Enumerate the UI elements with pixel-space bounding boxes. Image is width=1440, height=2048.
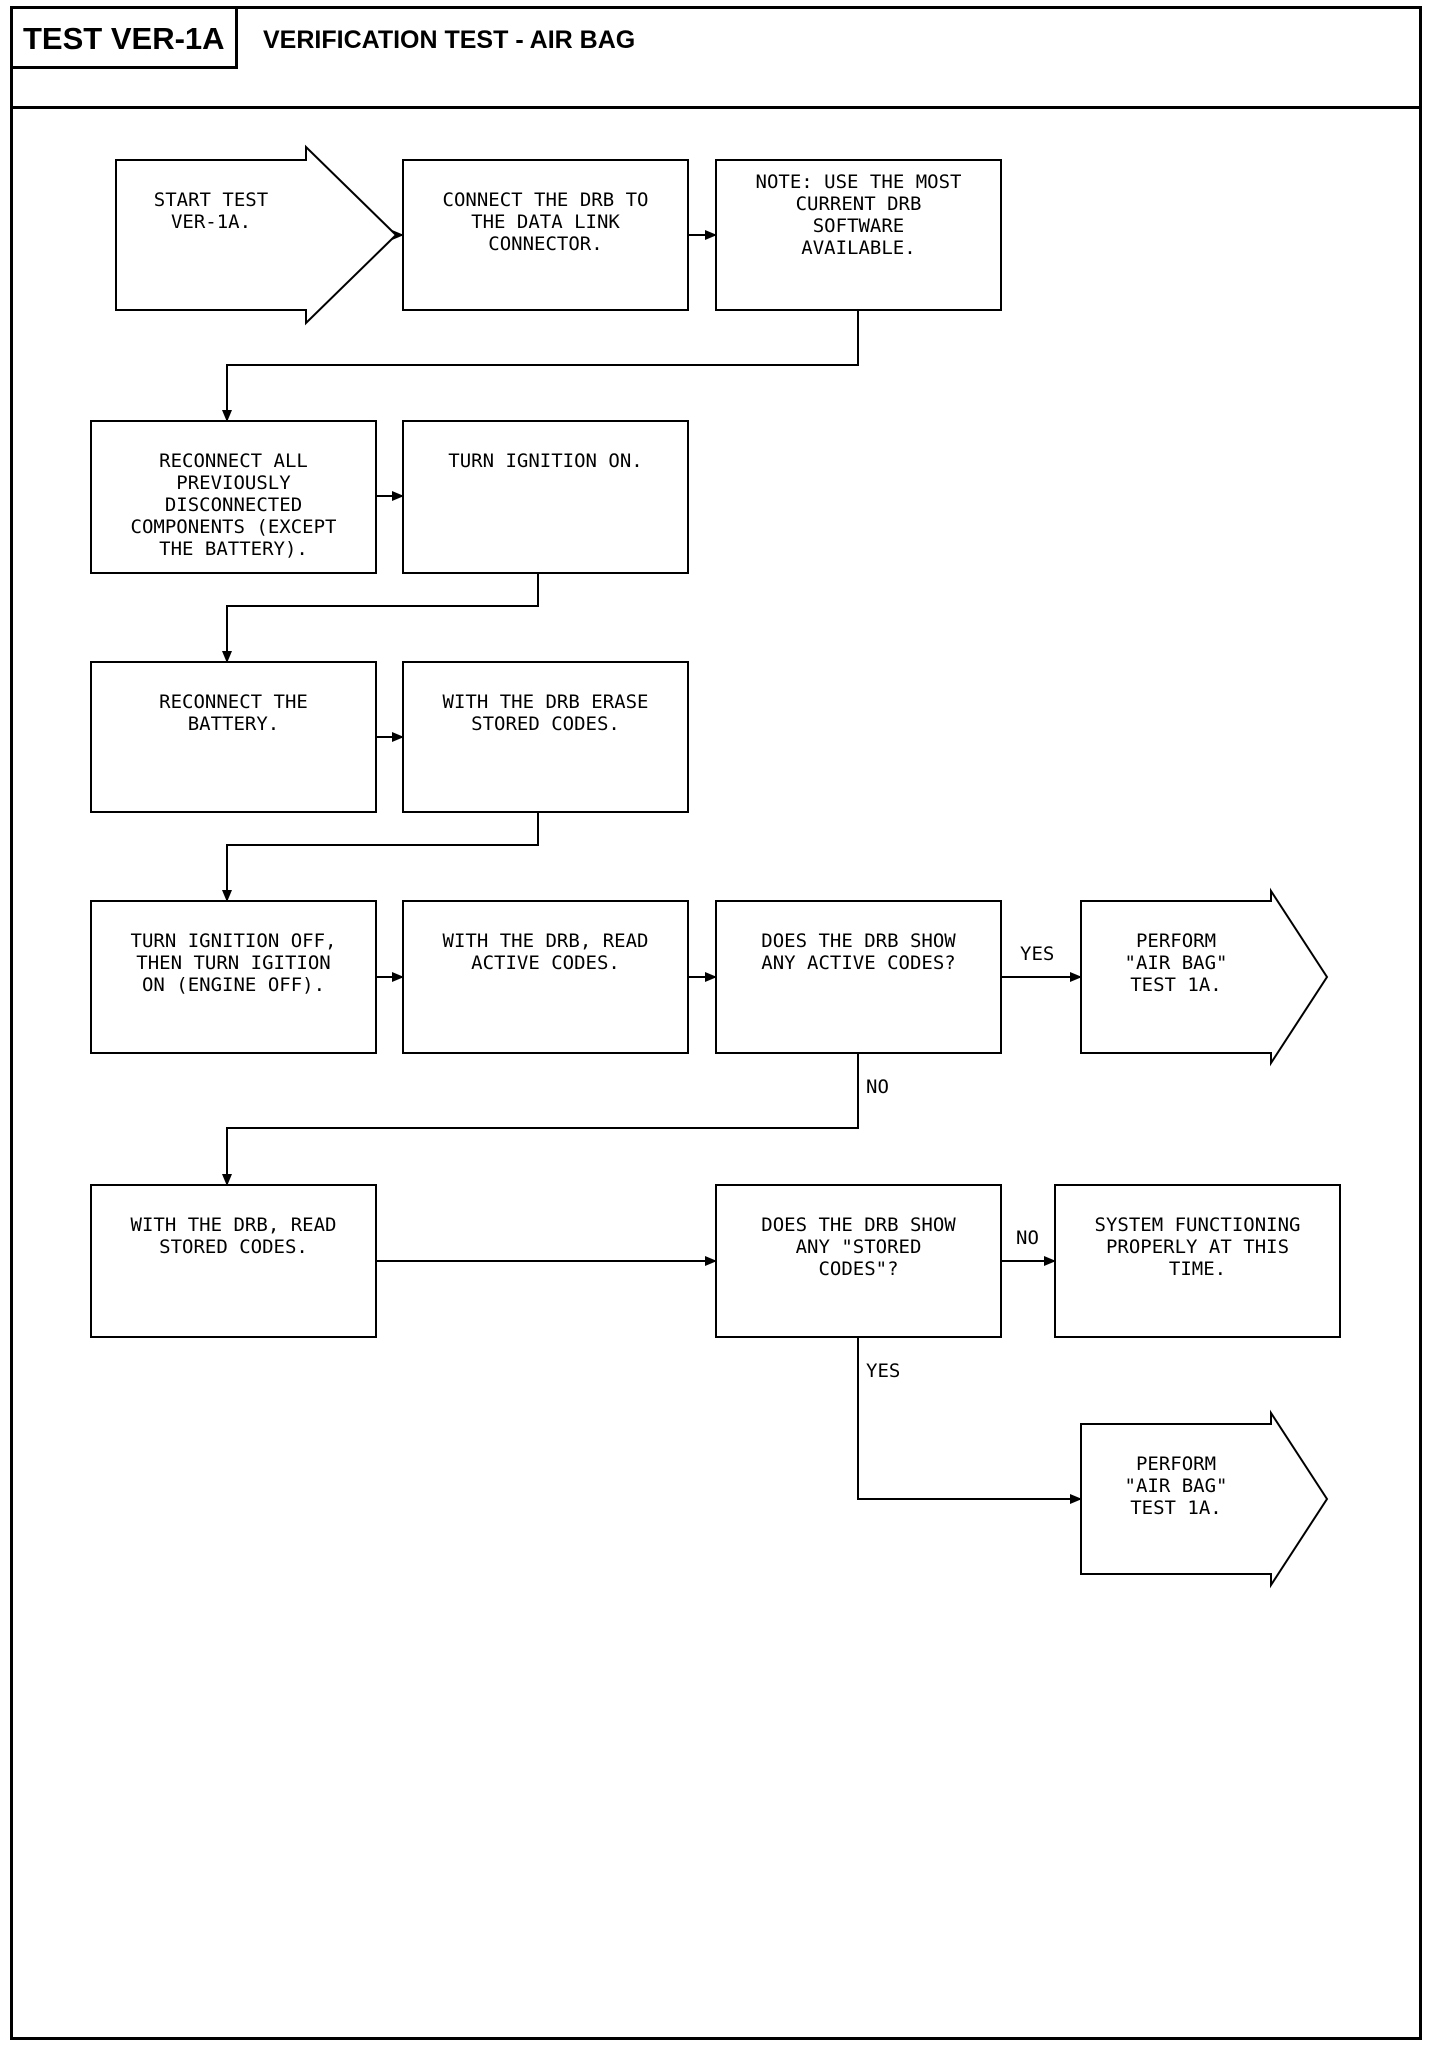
box-shape — [402, 661, 689, 813]
connector-line — [222, 812, 539, 902]
node-text-line: ANY "STORED — [796, 1236, 922, 1258]
node-text-line: START TEST — [154, 189, 268, 211]
edge-note-software-to-reconnect-components — [222, 310, 859, 422]
arrow-shape — [115, 144, 398, 326]
node-text-line: TURN IGNITION OFF, — [131, 930, 337, 952]
node-text-line: TEST 1A. — [1130, 974, 1222, 996]
node-reconnect-components: RECONNECT ALLPREVIOUSLYDISCONNECTEDCOMPO… — [90, 420, 377, 574]
node-text-line: WITH THE DRB, READ — [443, 930, 649, 952]
arrow-shape — [1080, 1409, 1329, 1589]
connector-line — [222, 573, 539, 663]
node-text-line: COMPONENTS (EXCEPT — [131, 516, 337, 538]
node-text-line: PERFORM — [1136, 930, 1216, 952]
node-text-line: ON (ENGINE OFF). — [142, 974, 325, 996]
node-text-line: THE BATTERY). — [159, 538, 308, 560]
edge-label: YES — [1020, 943, 1054, 965]
page-frame: TEST VER-1A VERIFICATION TEST - AIR BAG — [10, 6, 1422, 2040]
box-shape — [715, 1184, 1002, 1338]
connector-line — [857, 1337, 1082, 1504]
node-text-line: RECONNECT ALL — [159, 450, 308, 472]
node-text-line: ACTIVE CODES. — [471, 952, 620, 974]
node-text-line: THEN TURN IGITION — [136, 952, 330, 974]
box-shape — [90, 900, 377, 1054]
node-text-line: PERFORM — [1136, 1453, 1216, 1475]
node-text-line: VER-1A. — [171, 211, 251, 233]
box-shape — [402, 900, 689, 1054]
box-shape — [90, 1184, 377, 1338]
box-shape — [715, 900, 1002, 1054]
node-text-line: ANY ACTIVE CODES? — [761, 952, 955, 974]
node-text-line: PROPERLY AT THIS — [1106, 1236, 1289, 1258]
node-perform-1: PERFORM"AIR BAG"TEST 1A. — [1080, 887, 1329, 1067]
connector-line — [222, 1053, 859, 1186]
node-text-line: AVAILABLE. — [801, 237, 915, 259]
node-text-line: DOES THE DRB SHOW — [761, 930, 956, 952]
box-shape — [90, 420, 377, 574]
node-text-line: WITH THE DRB, READ — [131, 1214, 337, 1236]
connector-line — [222, 310, 859, 422]
node-text-line: "AIR BAG" — [1125, 952, 1228, 974]
page-title: VERIFICATION TEST - AIR BAG — [263, 26, 636, 54]
box-shape — [402, 159, 689, 311]
edge-label: YES — [866, 1360, 900, 1382]
node-text-line: DOES THE DRB SHOW — [761, 1214, 956, 1236]
node-text-line: CURRENT DRB — [796, 193, 922, 215]
node-text-line: PREVIOUSLY — [176, 472, 291, 494]
edge-q-active-to-perform-1: YES — [1001, 943, 1082, 982]
arrow-shape — [1080, 887, 1329, 1067]
node-text-line: THE DATA LINK — [471, 211, 620, 233]
node-perform-2: PERFORM"AIR BAG"TEST 1A. — [1080, 1409, 1329, 1589]
node-text-line: SYSTEM FUNCTIONING — [1095, 1214, 1301, 1236]
edge-label: NO — [1016, 1227, 1039, 1249]
edge-label: NO — [866, 1076, 889, 1098]
node-text-line: WITH THE DRB ERASE — [443, 691, 649, 713]
node-text-line: CODES"? — [818, 1258, 898, 1280]
edge-ignition-on-to-reconnect-battery — [222, 573, 539, 663]
node-ignition-on: TURN IGNITION ON. — [402, 420, 689, 574]
test-id-label: TEST VER-1A — [13, 9, 238, 69]
node-text-line: CONNECTOR. — [488, 233, 602, 255]
box-shape — [90, 661, 377, 813]
box-shape — [402, 420, 689, 574]
node-text-line: SOFTWARE — [813, 215, 905, 237]
node-text-line: "AIR BAG" — [1125, 1475, 1228, 1497]
edge-q-active-to-read-stored: NO — [222, 1053, 889, 1186]
node-text-line: STORED CODES. — [471, 713, 620, 735]
edge-q-stored-to-perform-2: YES — [857, 1337, 1082, 1504]
node-text-line: TIME. — [1169, 1258, 1226, 1280]
node-text-line: NOTE: USE THE MOST — [756, 171, 962, 193]
edge-erase-codes-to-ignition-cycle — [222, 812, 539, 902]
node-text-line: TURN IGNITION ON. — [448, 450, 642, 472]
node-text-line: RECONNECT THE — [159, 691, 308, 713]
edge-q-stored-to-system-ok: NO — [1001, 1227, 1056, 1266]
node-text-line: DISCONNECTED — [165, 494, 302, 516]
header: TEST VER-1A VERIFICATION TEST - AIR BAG — [13, 9, 1419, 109]
node-text-line: TEST 1A. — [1130, 1497, 1222, 1519]
node-text-line: CONNECT THE DRB TO — [443, 189, 649, 211]
box-shape — [1054, 1184, 1341, 1338]
node-text-line: BATTERY. — [188, 713, 280, 735]
node-text-line: STORED CODES. — [159, 1236, 308, 1258]
box-shape — [715, 159, 1002, 311]
